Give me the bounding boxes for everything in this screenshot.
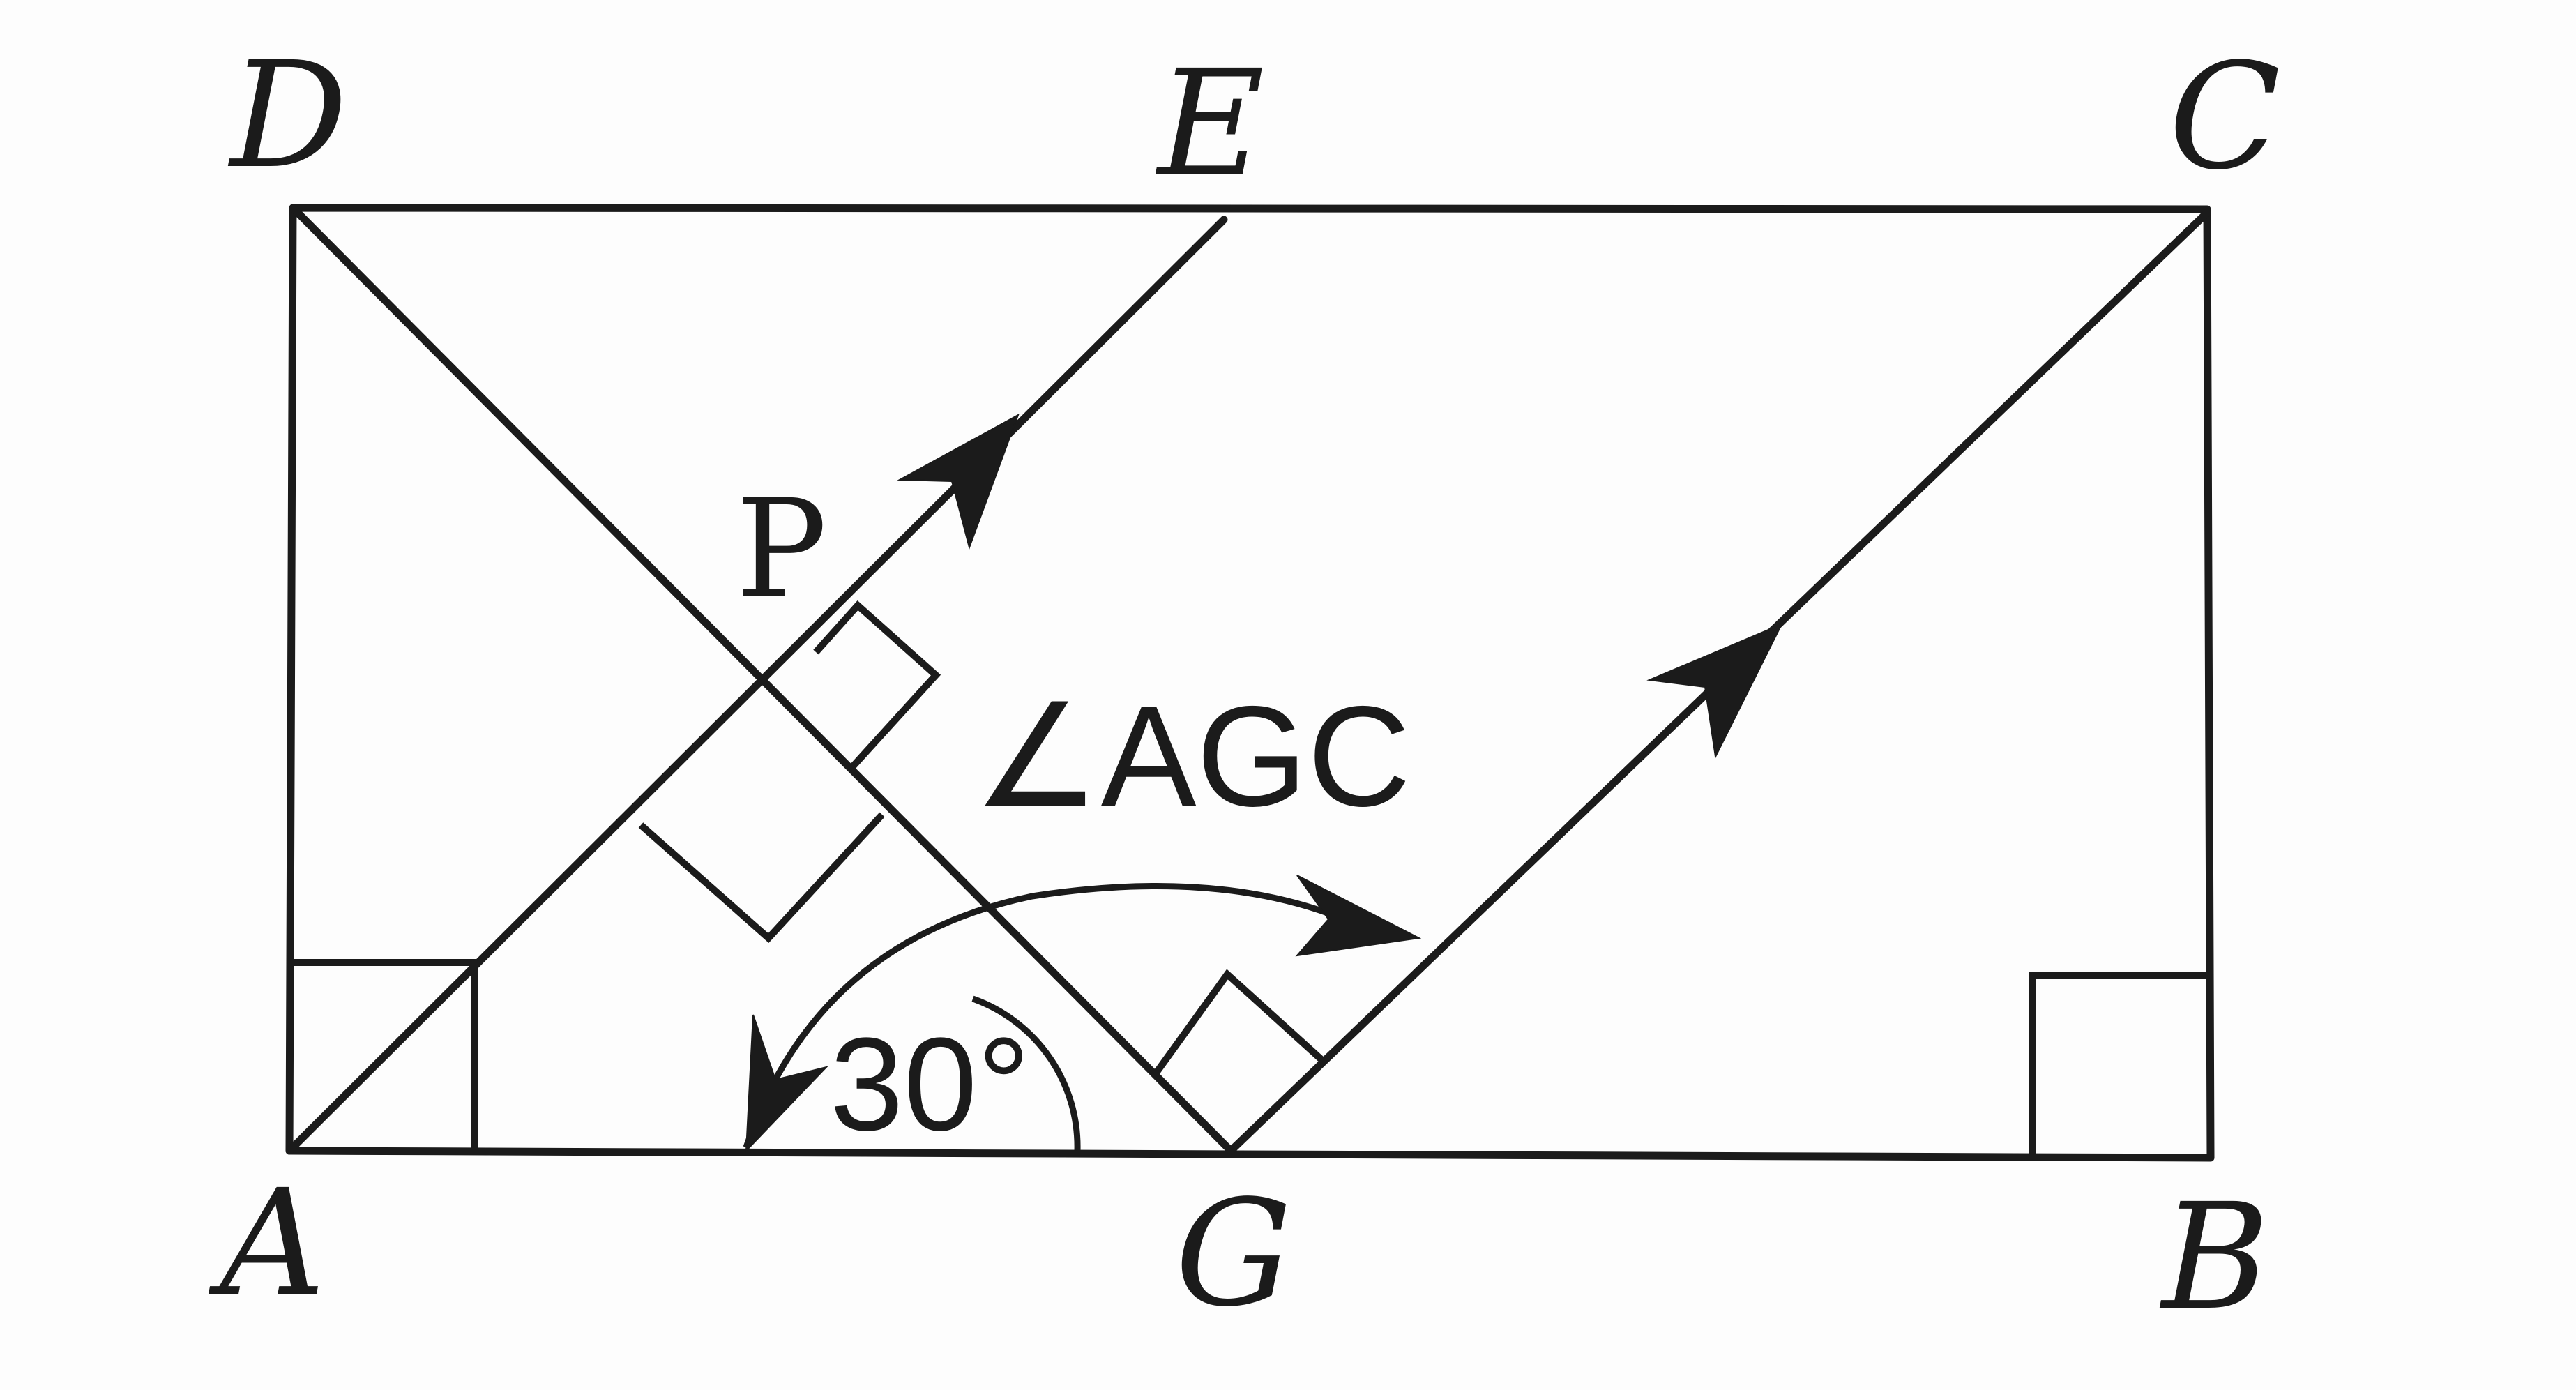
angle-agc-arrow-end (1295, 875, 1422, 957)
angle-arc-30 (971, 995, 1081, 1151)
right-angle-marker-g (1151, 969, 1326, 1077)
vertex-label-e: E (1155, 38, 1264, 209)
right-angle-marker-p-upper (813, 600, 941, 770)
angle-agc-arc (743, 882, 1340, 1149)
angle-agc-label: ∠AGC (973, 677, 1411, 836)
angle-agc-arrow-start (745, 1014, 829, 1153)
segment-ae (285, 216, 1228, 1155)
vertex-label-d: D (227, 30, 347, 201)
vertex-label-a: A (209, 1158, 326, 1329)
right-angle-marker-a (293, 959, 478, 1151)
angle-value-label: 30° (830, 1011, 1030, 1158)
direction-arrow-gc (1646, 623, 1784, 760)
direction-arrow-ae (897, 413, 1020, 550)
vertex-label-g: G (1175, 1168, 1292, 1339)
right-angle-marker-b (2029, 972, 2209, 1154)
right-angle-marker-p-lower (638, 812, 885, 943)
vertex-label-c: C (2169, 31, 2281, 202)
point-label-p: P (736, 470, 827, 628)
vertex-label-b: B (2159, 1172, 2269, 1343)
